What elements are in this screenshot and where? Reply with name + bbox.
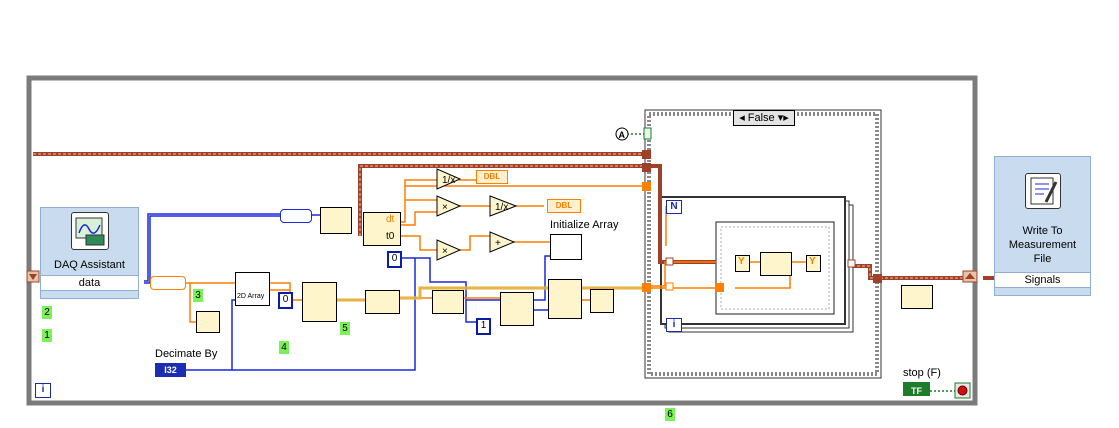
marker-3: 3 (193, 289, 203, 302)
case-selector-dropdown[interactable]: ▾▸ (777, 112, 789, 124)
daq-assistant-title: DAQ Assistant (54, 259, 125, 271)
case-tunnel-2 (642, 163, 651, 172)
while-loop-border (26, 75, 978, 406)
constant-zero[interactable]: 0 (387, 251, 402, 268)
to-dbl-node-2[interactable]: DBL (547, 199, 581, 213)
for-tunnel-1 (665, 257, 674, 266)
decimate-by-label: Decimate By (155, 348, 218, 360)
transpose-array-node[interactable] (365, 290, 400, 314)
array-subset-node[interactable] (302, 282, 337, 322)
dt-terminal: dt (386, 214, 395, 225)
daq-assistant-icon (71, 212, 109, 250)
svg-text:1/x: 1/x (442, 175, 455, 186)
inner-y-node[interactable]: Y (806, 255, 821, 272)
initialize-array-node[interactable] (550, 234, 582, 260)
inner-tunnel (715, 283, 724, 292)
marker-2: 2 (42, 306, 52, 319)
replace-array-subset-node[interactable] (548, 279, 582, 319)
constant-one[interactable]: 1 (476, 318, 491, 335)
svg-text:1/x: 1/x (495, 202, 508, 213)
case-selector[interactable]: ◂ False ▾▸ (733, 110, 795, 126)
write-file-title: Write To Measurement File (1008, 225, 1077, 265)
case-tunnel-out (873, 274, 882, 283)
write-file-signals-input[interactable]: Signals (995, 272, 1090, 288)
initialize-array-label: Initialize Array (550, 219, 619, 231)
case-tunnel-1 (642, 150, 651, 159)
marker-4: 4 (279, 341, 289, 354)
constant-zero-2[interactable]: 0 (278, 292, 293, 309)
t0-terminal: t0 (386, 231, 395, 242)
blue-wires (144, 213, 560, 371)
inner-array-node[interactable] (760, 252, 792, 276)
waveform-build-node-3[interactable] (901, 285, 933, 309)
stop-label: stop (F) (903, 367, 941, 379)
for-tunnel-2 (665, 282, 674, 291)
marker-5: 5 (340, 322, 350, 335)
svg-text:×: × (442, 246, 448, 257)
reshape-array-node[interactable] (432, 290, 464, 314)
to-dbl-node-1[interactable]: DBL (476, 170, 508, 184)
marker-1: 1 (42, 329, 52, 342)
to-2d-array-node[interactable]: 2D Array (235, 272, 270, 306)
stop-terminal[interactable]: TF (903, 382, 930, 396)
waveform-build-node-2[interactable] (590, 289, 614, 313)
svg-text:+: + (495, 238, 501, 249)
for-loop-iteration-terminal: i (666, 318, 682, 332)
while-loop-iteration-terminal: i (35, 383, 51, 398)
wire-label-a (615, 127, 629, 141)
cluster-bundle-node-1[interactable] (280, 209, 312, 223)
case-selector-prev[interactable]: ◂ (739, 112, 745, 124)
case-selector-value: False (747, 112, 775, 124)
case-selector-terminal (643, 127, 652, 140)
waveform-build-node-1[interactable] (196, 311, 220, 333)
index-array-node[interactable] (320, 207, 352, 234)
cluster-bundle-node-2[interactable] (150, 276, 186, 290)
write-measurement-file-node[interactable]: Write To Measurement File Signals (994, 156, 1091, 296)
2d-array-label: 2D Array (237, 293, 265, 300)
build-waveform-node[interactable]: dt t0 (363, 212, 401, 246)
svg-text:A: A (619, 130, 626, 140)
write-file-icon (1025, 173, 1061, 209)
svg-text:×: × (442, 202, 448, 213)
decimate-by-terminal[interactable]: I32 (155, 363, 186, 377)
inner-structure-border (720, 226, 830, 310)
array-subset-node-2[interactable] (500, 292, 534, 326)
inner-y-node-left[interactable]: Y (735, 255, 750, 272)
arithmetic-nodes (436, 168, 518, 261)
marker-6: 6 (665, 408, 675, 421)
case-tunnel-3 (642, 182, 651, 191)
for-loop-count-terminal[interactable]: N (666, 200, 682, 214)
daq-data-output[interactable]: data (41, 275, 138, 291)
daq-assistant-node[interactable]: DAQ Assistant data (40, 207, 139, 299)
for-tunnel-out (847, 259, 856, 268)
case-tunnel-4 (642, 283, 651, 292)
